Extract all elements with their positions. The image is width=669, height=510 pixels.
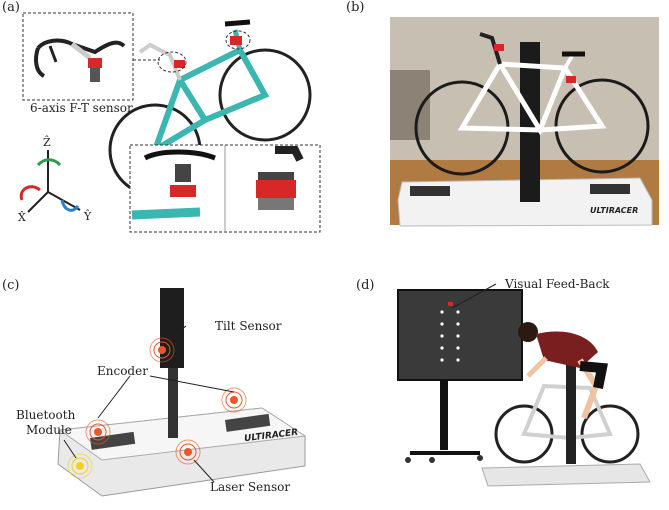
panel-d-scene (340, 268, 669, 510)
inset-ft-sensor-red (88, 58, 102, 68)
inset-handlebar-box (23, 13, 133, 100)
axis-y-label: Ŷ (84, 210, 91, 223)
teal-frame (155, 50, 265, 150)
callout-bluetooth-line2: Module (26, 423, 72, 437)
callout-encoder: Encoder (97, 364, 148, 378)
panel-b: (b) ULTIRACER (340, 0, 669, 240)
panel-a: (a) (0, 0, 330, 240)
panel-c: (c) (0, 268, 330, 510)
axis-z-label: Ẑ (43, 136, 51, 149)
sensor-caption: 6-axis F-T sensor (30, 101, 133, 115)
callout-laser-sensor: Laser Sensor (210, 480, 290, 494)
platform-brand-b: ULTIRACER (590, 206, 638, 215)
callout-bluetooth-line1: Bluetooth (16, 408, 75, 422)
tilt-signal-icon (150, 338, 174, 362)
panel-c-device (0, 268, 330, 510)
panel-d: (d) Visual Feed-Back (340, 268, 669, 510)
bluetooth-signal-icon (68, 454, 92, 478)
laser-signal-icon (176, 440, 200, 464)
encoder-signal-icon-left (86, 420, 110, 444)
panel-a-illustration (0, 0, 330, 240)
callout-tilt-sensor: Tilt Sensor (215, 319, 282, 333)
callout-visual-feedback: Visual Feed-Back (505, 277, 610, 291)
axis-x-label: X̂ (18, 211, 26, 224)
panel-b-photo (340, 0, 669, 240)
